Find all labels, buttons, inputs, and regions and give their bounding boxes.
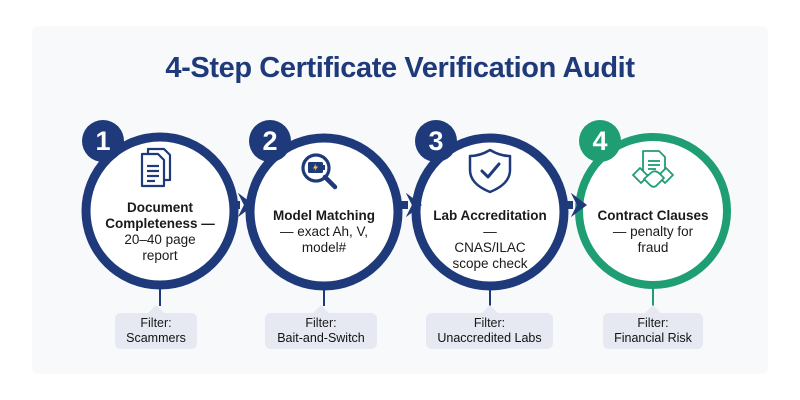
step-4-detail: — penalty for fraud [612, 224, 694, 255]
battery-magnifier-icon [301, 153, 338, 190]
step-1-heading: Document Completeness — [105, 200, 215, 231]
filter-3-value: Unaccredited Labs [437, 331, 542, 345]
filter-4-label: Filter: [637, 316, 669, 330]
step-4-heading: Contract Clauses [597, 208, 709, 223]
filter-callout-2: Filter: Bait-and-Switch [265, 305, 377, 349]
step-1-text: Document Completeness — 20–40 page repor… [95, 200, 225, 264]
filter-2-label: Filter: [305, 316, 337, 330]
step-4-badge: 4 [592, 126, 608, 156]
filter-callout-3: Filter: Unaccredited Labs [426, 305, 553, 349]
step-3-text: Lab Accreditation — CNAS/ILAC scope chec… [425, 208, 555, 272]
step-1-ring [81, 120, 239, 306]
filter-callout-4: Filter: Financial Risk [603, 305, 703, 349]
step-3-ring [411, 120, 569, 306]
filter-1-value: Scammers [126, 331, 186, 345]
filter-4-value: Financial Risk [614, 331, 692, 345]
filter-2-value: Bait-and-Switch [277, 331, 365, 345]
step-2-heading: Model Matching [273, 208, 375, 223]
step-2-badge: 2 [262, 126, 278, 156]
document-icon [140, 147, 172, 188]
step-3-detail: — CNAS/ILAC scope check [452, 224, 528, 271]
filter-3-label: Filter: [473, 316, 506, 330]
contract-handshake-icon [632, 150, 674, 188]
step-3-heading: Lab Accreditation [433, 208, 547, 223]
step-1-badge: 1 [95, 126, 111, 156]
step-2-ring [245, 120, 403, 306]
step-1-detail: 20–40 page report [124, 232, 196, 263]
step-3-badge: 3 [428, 126, 444, 156]
step-4-text: Contract Clauses — penalty for fraud [588, 208, 718, 256]
filter-1-label: Filter: [140, 316, 172, 330]
shield-check-icon [468, 148, 512, 194]
step-2-detail: — exact Ah, V, model# [279, 224, 369, 255]
page-title: 4-Step Certificate Verification Audit [165, 52, 635, 84]
step-2-text: Model Matching — exact Ah, V, model# [259, 208, 389, 256]
filter-callout-1: Filter: Scammers [115, 305, 197, 349]
